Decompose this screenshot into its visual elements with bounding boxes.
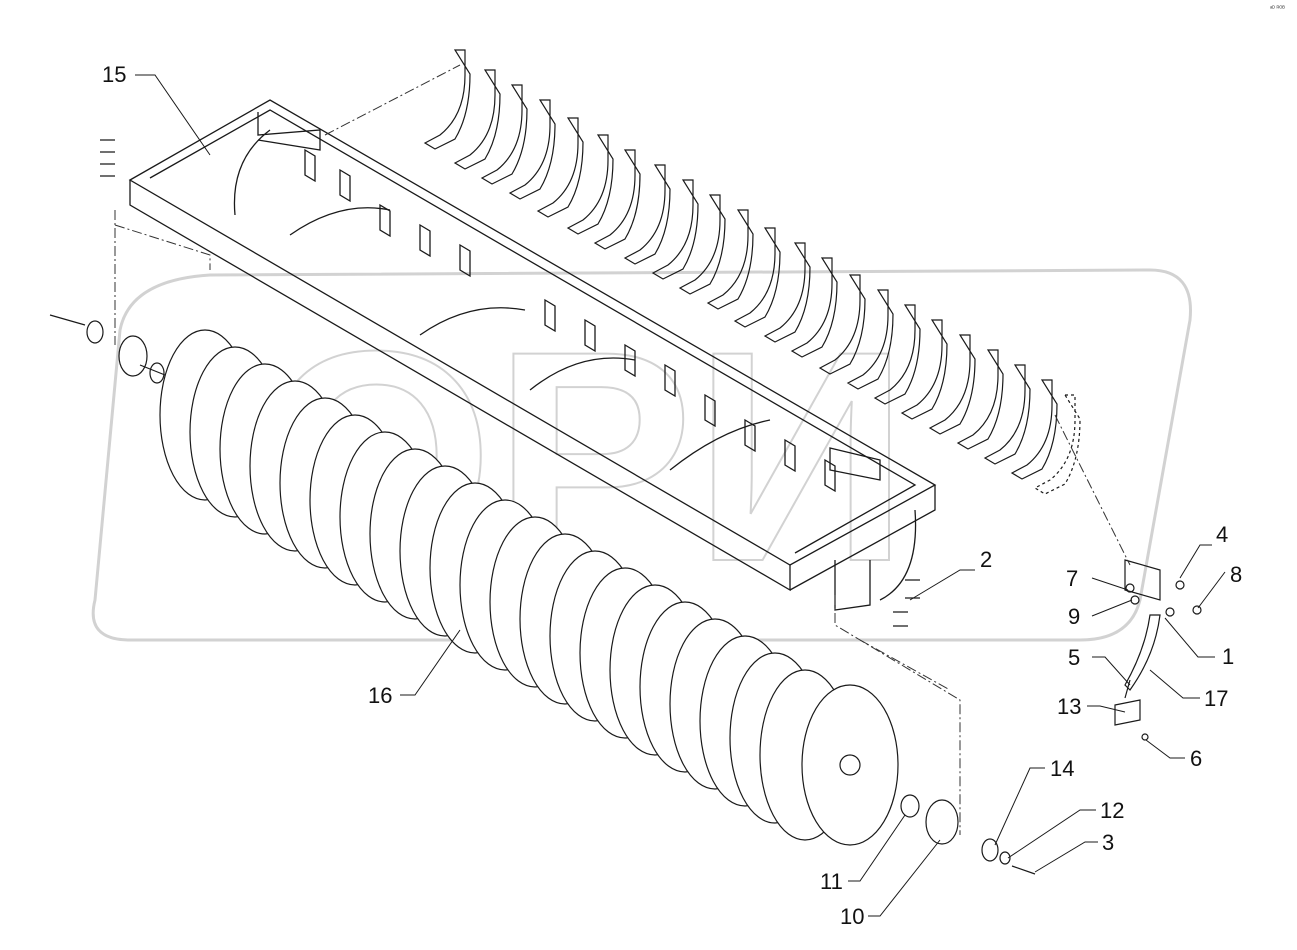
callout-7: 7 <box>1066 566 1078 591</box>
callout-3: 3 <box>1102 830 1114 855</box>
callout-8: 8 <box>1230 562 1242 587</box>
callout-17: 17 <box>1204 686 1228 711</box>
callout-9: 9 <box>1068 604 1080 629</box>
left-bearing-parts <box>49 314 165 384</box>
assembly-lines <box>114 64 1131 835</box>
callout-2: 2 <box>980 547 992 572</box>
packer-roller <box>139 329 899 846</box>
spring-tines <box>423 49 1081 495</box>
callout-14: 14 <box>1050 756 1074 781</box>
corner-mark: ᵃᴰ ᴿᴼᴮ <box>1270 5 1285 12</box>
frame-assembly <box>100 99 937 627</box>
callout-16: 16 <box>368 683 392 708</box>
tine-detail-assembly <box>1114 559 1202 741</box>
callout-12: 12 <box>1100 798 1124 823</box>
callout-11: 11 <box>820 869 843 894</box>
right-bearing-parts <box>900 794 1036 875</box>
callout-4: 4 <box>1216 522 1228 547</box>
callout-6: 6 <box>1190 746 1202 771</box>
callout-10: 10 <box>840 904 864 929</box>
callout-5: 5 <box>1068 645 1080 670</box>
callouts: 15 2 4 7 8 9 1 5 17 13 6 16 14 12 3 11 1… <box>102 62 1242 929</box>
callout-1: 1 <box>1222 644 1234 669</box>
leader-lines <box>135 74 1226 917</box>
callout-13: 13 <box>1057 694 1081 719</box>
callout-15: 15 <box>102 62 126 87</box>
